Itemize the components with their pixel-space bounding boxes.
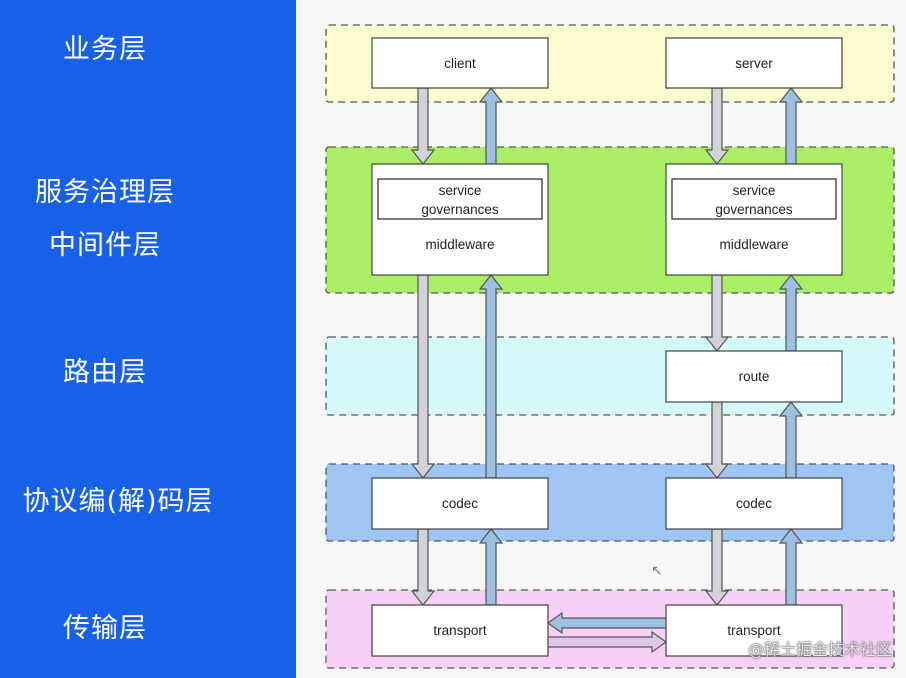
middleware-label: middleware: [425, 237, 494, 252]
arrow-up-middleware-to-server: [778, 87, 804, 165]
arrow-up-transport-to-codec: [778, 528, 804, 606]
diagram-canvas: client server service governances middle…: [325, 24, 895, 669]
server-label: server: [735, 56, 773, 71]
layer-label-transport: 传输层: [63, 613, 147, 644]
route-label: route: [739, 369, 770, 384]
arrow-down-client-to-middleware: [410, 87, 436, 165]
transport-box-right: transport: [665, 604, 843, 657]
middleware-box-right: service governances middleware: [665, 163, 843, 276]
watermark: @稀土掘金技术社区: [747, 640, 892, 659]
layer-label-middleware: 中间件层: [49, 230, 161, 261]
arrow-down-codec-to-transport: [410, 528, 436, 606]
route-box: route: [665, 350, 843, 403]
transport-box-left: transport: [371, 604, 549, 657]
layer-label-codec: 协议编(解)码层: [22, 486, 214, 517]
middleware-box-left: service governances middleware: [371, 163, 549, 276]
client-label: client: [444, 56, 476, 71]
architecture-diagram: client server service governances middle…: [296, 0, 906, 678]
middleware-label: middleware: [719, 237, 788, 252]
service-governances-label-2: governances: [715, 202, 793, 217]
service-governances-label-2: governances: [421, 202, 499, 217]
service-governances-label-1: service: [733, 183, 776, 198]
arrow-down-middleware-to-codec: [410, 274, 436, 479]
arrow-down-codec-to-transport: [704, 528, 730, 606]
flow-arrows: [410, 87, 804, 606]
arrow-up-transport-to-codec: [478, 528, 504, 606]
codec-box-right: codec: [665, 477, 843, 530]
transport-label: transport: [727, 623, 781, 638]
client-box: client: [371, 37, 549, 89]
transport-link-arrows: [546, 611, 668, 654]
arrow-down-middleware-to-route: [704, 274, 730, 352]
codec-box-left: codec: [371, 477, 549, 530]
arrow-up-codec-to-route: [778, 401, 804, 479]
transport-label: transport: [433, 623, 487, 638]
arrow-down-server-to-middleware: [704, 87, 730, 165]
layer-label-routing: 路由层: [63, 357, 147, 388]
server-box: server: [665, 37, 843, 89]
arrow-up-middleware-to-client: [478, 87, 504, 165]
layer-label-governance: 服务治理层: [35, 177, 175, 208]
service-governances-label-1: service: [439, 183, 482, 198]
layer-sidebar: 业务层 服务治理层 中间件层 路由层 协议编(解)码层 传输层: [0, 0, 296, 678]
arrow-left-transport-link: [546, 611, 667, 635]
codec-label: codec: [736, 496, 772, 511]
mouse-cursor-icon: ↖: [651, 563, 663, 579]
arrow-up-route-to-middleware: [778, 274, 804, 352]
arrow-right-transport-link: [547, 630, 668, 654]
arrow-down-route-to-codec: [704, 401, 730, 479]
codec-label: codec: [442, 496, 478, 511]
arrow-up-codec-to-middleware: [478, 274, 504, 479]
layer-label-business: 业务层: [63, 34, 147, 65]
